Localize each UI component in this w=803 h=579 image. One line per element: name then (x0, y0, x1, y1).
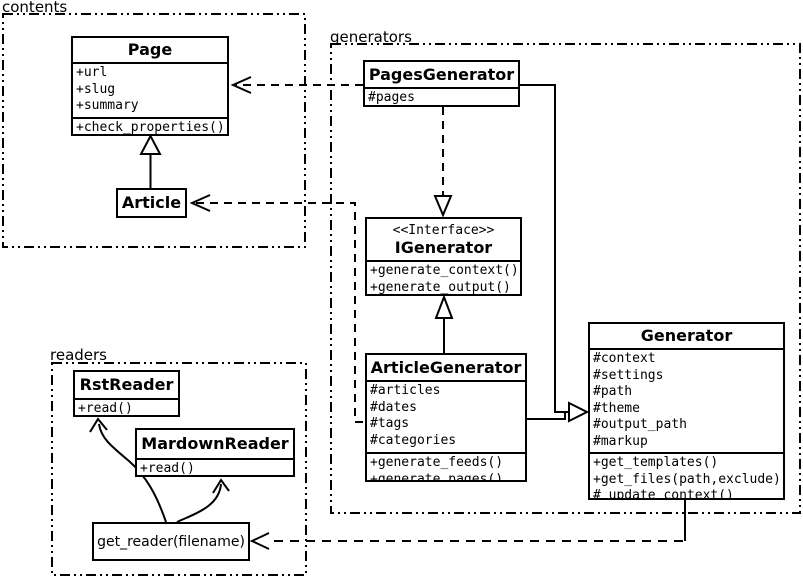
class-box-pagesgenerator: PagesGenerator #pages (363, 60, 520, 107)
class-title: ArticleGenerator (370, 357, 522, 377)
edge-generator-getreader-dependency (249, 500, 686, 550)
member-line: #path (593, 384, 633, 399)
class-title: PagesGenerator (368, 64, 515, 84)
edge-curve (98, 423, 167, 523)
member-line: #_update_context() (593, 488, 734, 498)
member-line: +generate_feeds() (370, 455, 504, 470)
edge-line-from-pagesgenerator (520, 84, 568, 413)
member-line: +get_files(path,exclude) (593, 471, 781, 487)
edge-articlegenerator-article-dependency (189, 194, 363, 423)
methods-compartment: +get_templates()+get_files(path,exclude)… (590, 452, 783, 498)
class-title: Article (121, 193, 182, 212)
open-arrowhead (189, 194, 211, 212)
methods-compartment: +generate_context()+generate_output() (367, 260, 520, 294)
member-line: #tags (370, 416, 410, 431)
attributes-compartment: #pages (365, 87, 518, 105)
open-arrowhead (249, 532, 270, 550)
edge-curve (176, 483, 222, 523)
class-title-text: IGenerator (394, 237, 493, 257)
class-box-rstreader: RstReader +read() (73, 370, 180, 417)
class-title: RstReader (79, 375, 174, 394)
edge-article-page-generalization (139, 133, 162, 188)
edge-articlegenerator-igenerator-generalization (434, 294, 454, 353)
class-box-articlegenerator: ArticleGenerator #articles#dates#tags#ca… (365, 353, 527, 482)
class-box-mardownreader: MardownReader +read() (135, 428, 295, 477)
function-box-getreader: get_reader(filename) (92, 522, 250, 561)
package-label-readers: readers (50, 346, 107, 364)
methods-compartment: +generate_feeds()+generate_pages() (367, 452, 525, 480)
edge-line (194, 202, 363, 423)
member-line: +summary (76, 98, 139, 113)
member-line: +slug (76, 81, 116, 97)
member-line: #articles (370, 383, 441, 398)
member-line: #dates (370, 399, 417, 415)
hollow-triangle-arrowhead (568, 401, 590, 423)
class-title: <<Interface>> IGenerator (367, 219, 520, 260)
member-line: +read() (78, 401, 133, 415)
member-line: #settings (593, 367, 664, 383)
package-contents-border (2, 13, 306, 248)
member-line: +url (76, 65, 108, 80)
member-line: #categories (370, 432, 457, 448)
edge-line-from-articlegenerator (527, 413, 566, 420)
hollow-triangle-arrowhead (139, 133, 162, 155)
stereotype-label: <<Interface>> (392, 222, 495, 238)
class-title: MardownReader (141, 434, 289, 453)
edge-pagesgenerator-page-dependency (230, 76, 363, 94)
class-box-igenerator: <<Interface>> IGenerator +generate_conte… (365, 217, 522, 296)
package-readers-border (51, 362, 307, 576)
class-title: Generator (640, 326, 733, 345)
open-arrowhead (230, 76, 252, 94)
member-line: +generate_pages() (370, 471, 504, 481)
member-line: +read() (140, 461, 195, 475)
attributes-compartment: #context#settings#path#theme#output_path… (590, 348, 783, 452)
edge-generators-generator-generalization (520, 84, 590, 423)
edge-getreader-mardownreader-association (176, 478, 230, 523)
methods-compartment: +read() (137, 458, 293, 475)
attributes-compartment: +url+slug+summary (73, 62, 227, 117)
hollow-triangle-arrowhead (434, 294, 454, 319)
function-label: get_reader(filename) (97, 533, 245, 550)
open-arrowhead (89, 417, 108, 433)
member-line: #markup (593, 433, 648, 449)
member-line: #theme (593, 400, 640, 416)
package-label-generators: generators (330, 28, 412, 46)
open-arrowhead (212, 478, 230, 494)
attributes-compartment: #articles#dates#tags#categories (367, 380, 525, 452)
edge-pagesgenerator-igenerator-realization (433, 107, 453, 218)
hollow-triangle-arrowhead (433, 195, 453, 218)
edge-getreader-rstreader-association (89, 417, 167, 523)
member-line: +generate_output() (370, 279, 511, 295)
methods-compartment: +check_properties() (73, 117, 227, 134)
class-box-generator: Generator #context#settings#path#theme#o… (588, 322, 785, 500)
methods-compartment: +read() (75, 398, 178, 415)
member-line: +check_properties() (76, 120, 225, 134)
member-line: #context (593, 351, 656, 366)
class-box-article: Article (116, 188, 187, 218)
class-box-page: Page +url+slug+summary +check_properties… (71, 36, 229, 136)
package-generators-border (330, 43, 801, 514)
class-title: Page (127, 40, 173, 59)
member-line: +generate_context() (370, 263, 519, 278)
member-line: #output_path (593, 417, 687, 432)
package-label-contents: contents (2, 0, 68, 16)
member-line: #pages (368, 90, 415, 105)
member-line: +get_templates() (593, 455, 719, 470)
